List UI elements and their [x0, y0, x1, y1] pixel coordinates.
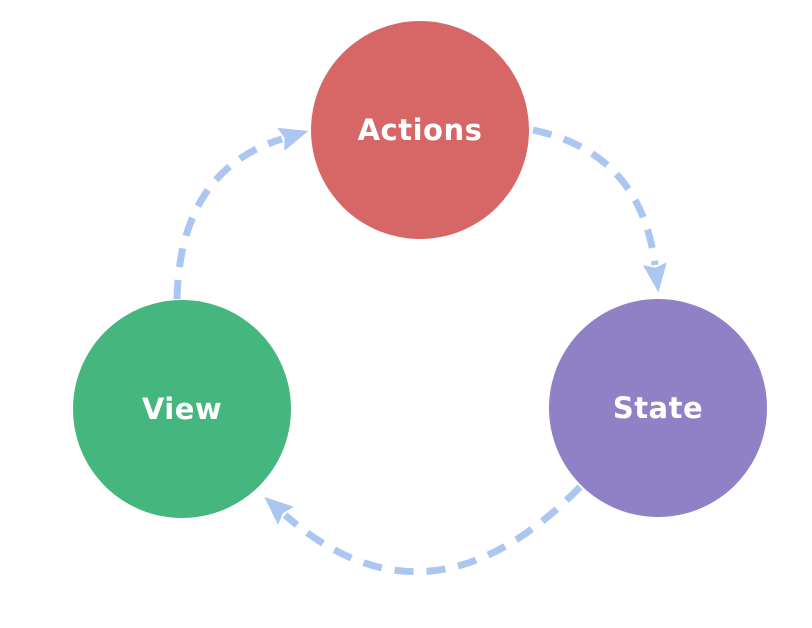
- state-circle: [549, 299, 767, 517]
- state-label: State: [613, 391, 703, 425]
- actions-label: Actions: [358, 113, 483, 147]
- arrow-actions-to-state: [532, 126, 667, 293]
- arrow-view-to-actions: [173, 127, 309, 300]
- arrow-state-to-view: [264, 484, 583, 576]
- node-view: View: [73, 300, 291, 518]
- node-actions: Actions: [311, 21, 529, 239]
- view-label: View: [142, 392, 222, 426]
- actions-circle: [311, 21, 529, 239]
- node-state: State: [549, 299, 767, 517]
- view-circle: [73, 300, 291, 518]
